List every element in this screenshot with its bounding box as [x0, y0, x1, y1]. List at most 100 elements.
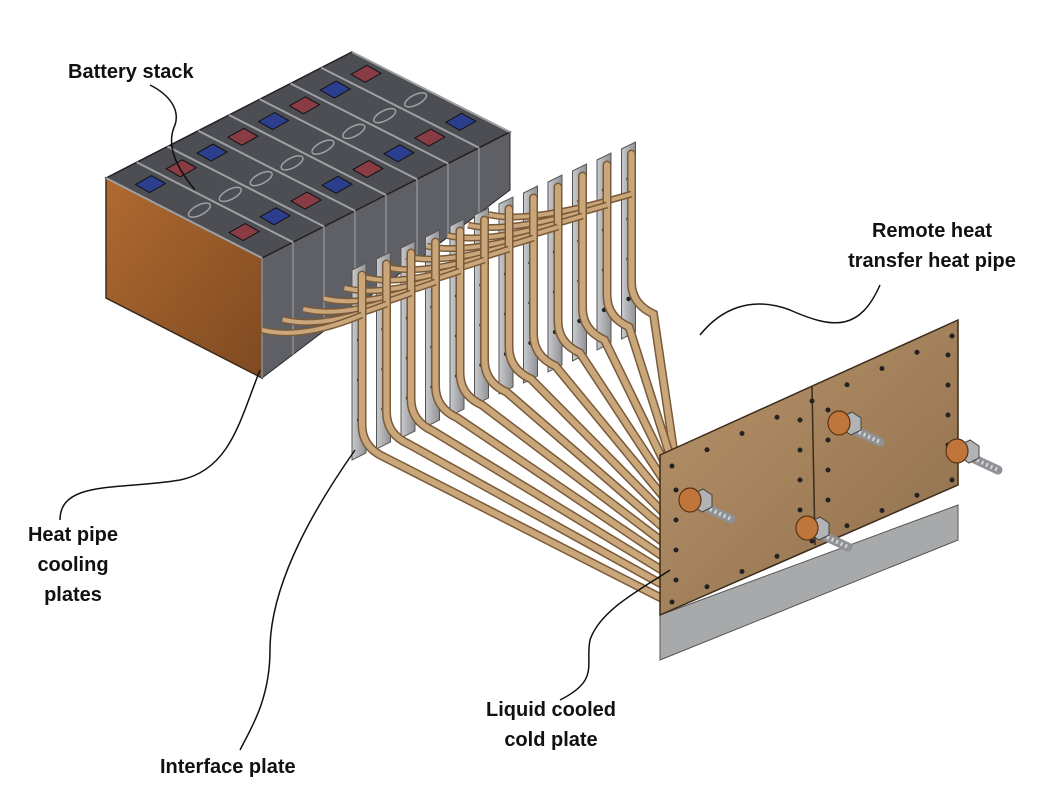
battery-terminal — [257, 111, 290, 131]
heat-pipe — [383, 261, 669, 590]
callout-liquid-cold-plate — [559, 569, 671, 701]
heat-pipe — [506, 206, 673, 522]
cell-divider — [167, 145, 325, 228]
heat-pipe — [530, 195, 674, 509]
plate-hole — [914, 349, 920, 355]
battery-terminal — [196, 143, 229, 162]
heat-pipe — [579, 173, 676, 482]
label-interface-plate: Interface plate — [160, 752, 296, 782]
battery-pipe — [343, 269, 461, 293]
battery-pipe — [323, 280, 437, 304]
label-interface-plate-text: Interface plate — [160, 756, 296, 778]
cell-vent — [249, 170, 273, 187]
copper-washer — [678, 487, 702, 513]
remote-heat-pipes — [261, 149, 679, 605]
heat-pipe — [457, 228, 672, 549]
plate-hole — [825, 467, 831, 473]
plate-hole — [797, 477, 803, 483]
plate-hole — [704, 584, 710, 590]
plate-hole — [797, 447, 803, 453]
callout-interface-plate — [239, 449, 356, 751]
plate-hole — [914, 492, 920, 498]
callout-battery-stack — [149, 84, 196, 191]
heat-pipe — [481, 217, 672, 536]
plate-hole — [949, 333, 955, 339]
plate-hole — [844, 382, 850, 388]
plate-hole — [797, 507, 803, 513]
plate-hole — [739, 431, 745, 436]
label-battery-stack-text: Battery stack — [68, 61, 194, 83]
heat-pipe — [555, 184, 675, 495]
plate-hole — [739, 569, 745, 574]
cell-vent — [280, 155, 304, 171]
plate-hole — [774, 553, 780, 559]
cell-vent — [311, 139, 335, 155]
heat-pipe-outline — [455, 226, 673, 551]
heat-pipe — [604, 162, 676, 468]
plate-hole — [673, 577, 679, 583]
cell-divider — [259, 98, 418, 181]
label-remote-line1: Remote heat — [871, 220, 993, 242]
plate-hole — [673, 547, 679, 553]
heat-pipe — [432, 239, 671, 563]
plate-hole — [673, 517, 679, 523]
plate-hole — [945, 412, 951, 418]
plate-hole — [704, 447, 710, 453]
callout-remote-heat-pipe — [699, 284, 881, 336]
copper-washer — [945, 438, 969, 464]
callout-lines — [59, 84, 881, 751]
cell-vent — [218, 186, 242, 203]
plate-hole — [825, 407, 831, 413]
battery-terminal — [228, 222, 261, 242]
cell-vent — [342, 123, 366, 140]
fin-bolt-hole — [626, 296, 631, 302]
battery-terminal — [226, 127, 259, 146]
plate-hole — [945, 352, 951, 358]
label-liquid-line2: cold plate — [504, 729, 598, 751]
cold-plate-face — [659, 318, 959, 617]
plate-hole — [669, 463, 675, 469]
battery-pipe — [302, 291, 412, 314]
plate-hole — [809, 398, 815, 404]
battery-terminal — [259, 207, 292, 226]
battery-terminal — [290, 191, 323, 210]
cell-divider — [290, 82, 449, 165]
cell-divider — [105, 177, 263, 259]
label-heatpipe-line2: cooling — [37, 554, 109, 576]
plate-hole — [945, 382, 951, 388]
heat-pipe — [408, 250, 670, 576]
battery-terminal — [351, 159, 384, 179]
plate-hole — [673, 487, 679, 493]
battery-terminal — [134, 174, 167, 194]
label-liquid-line1: Liquid cooled — [486, 699, 616, 721]
callout-heat-pipe-cooling — [59, 369, 261, 521]
copper-washer — [827, 410, 851, 436]
battery-terminal — [320, 175, 354, 194]
label-remote-heat-pipe: Remote heat transfer heat pipe — [832, 216, 1032, 276]
plate-hole — [797, 417, 803, 423]
cell-vent — [187, 202, 212, 218]
label-heat-pipe-cooling-plates: Heat pipe cooling plates — [8, 520, 138, 610]
plate-hole — [949, 477, 955, 483]
battery-terminal — [319, 80, 352, 99]
label-heatpipe-line1: Heat pipe — [27, 524, 119, 546]
battery-pipe — [261, 313, 363, 335]
cell-divider — [320, 66, 480, 149]
liquid-cooled-cold-plate — [659, 318, 1003, 661]
label-liquid-cooled-cold-plate: Liquid cooled cold plate — [466, 695, 636, 755]
copper-washer — [795, 515, 819, 541]
plate-hole — [774, 414, 780, 420]
label-remote-line2: transfer heat pipe — [848, 250, 1016, 272]
cell-vent — [373, 107, 397, 124]
heat-pipe — [628, 151, 677, 455]
battery-pipe — [282, 302, 388, 325]
plate-hole — [879, 508, 885, 513]
cold-plate-base — [659, 504, 959, 661]
cell-divider — [136, 161, 294, 244]
battery-terminal — [288, 96, 321, 115]
cell-divider — [197, 129, 356, 212]
plate-hole — [825, 497, 831, 503]
plate-hole — [669, 599, 675, 605]
battery-terminal — [413, 128, 446, 147]
